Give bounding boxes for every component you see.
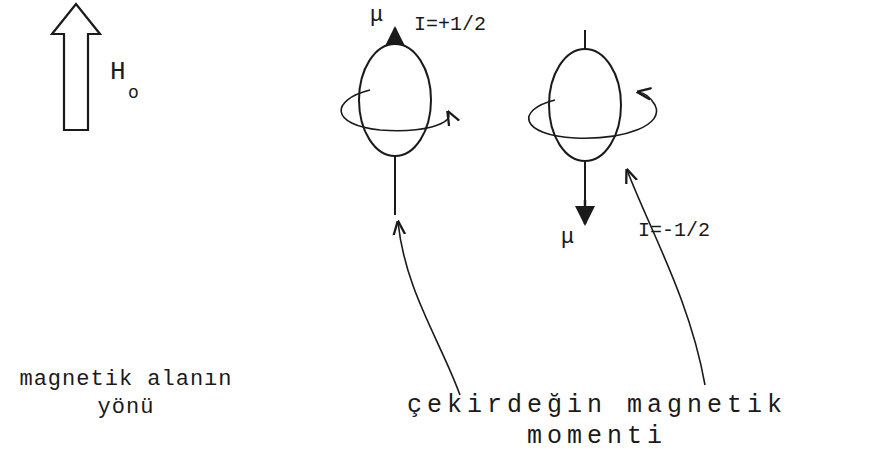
moment-symbol: μ xyxy=(370,2,383,30)
spin-label: I=+1/2 xyxy=(414,12,486,37)
field-subscript: o xyxy=(128,82,139,105)
field-direction-label: magnetik alanın yönü xyxy=(8,366,244,421)
nucleus-up xyxy=(341,28,449,215)
field-symbol: H xyxy=(110,56,126,89)
pointer-line xyxy=(398,222,460,395)
spin-label: I=-1/2 xyxy=(638,218,710,243)
field-arrow xyxy=(52,4,100,130)
moment-symbol: μ xyxy=(561,224,574,252)
pointer-line xyxy=(627,170,705,385)
moment-caption: çekirdeğin magnetik momenti xyxy=(372,390,822,453)
